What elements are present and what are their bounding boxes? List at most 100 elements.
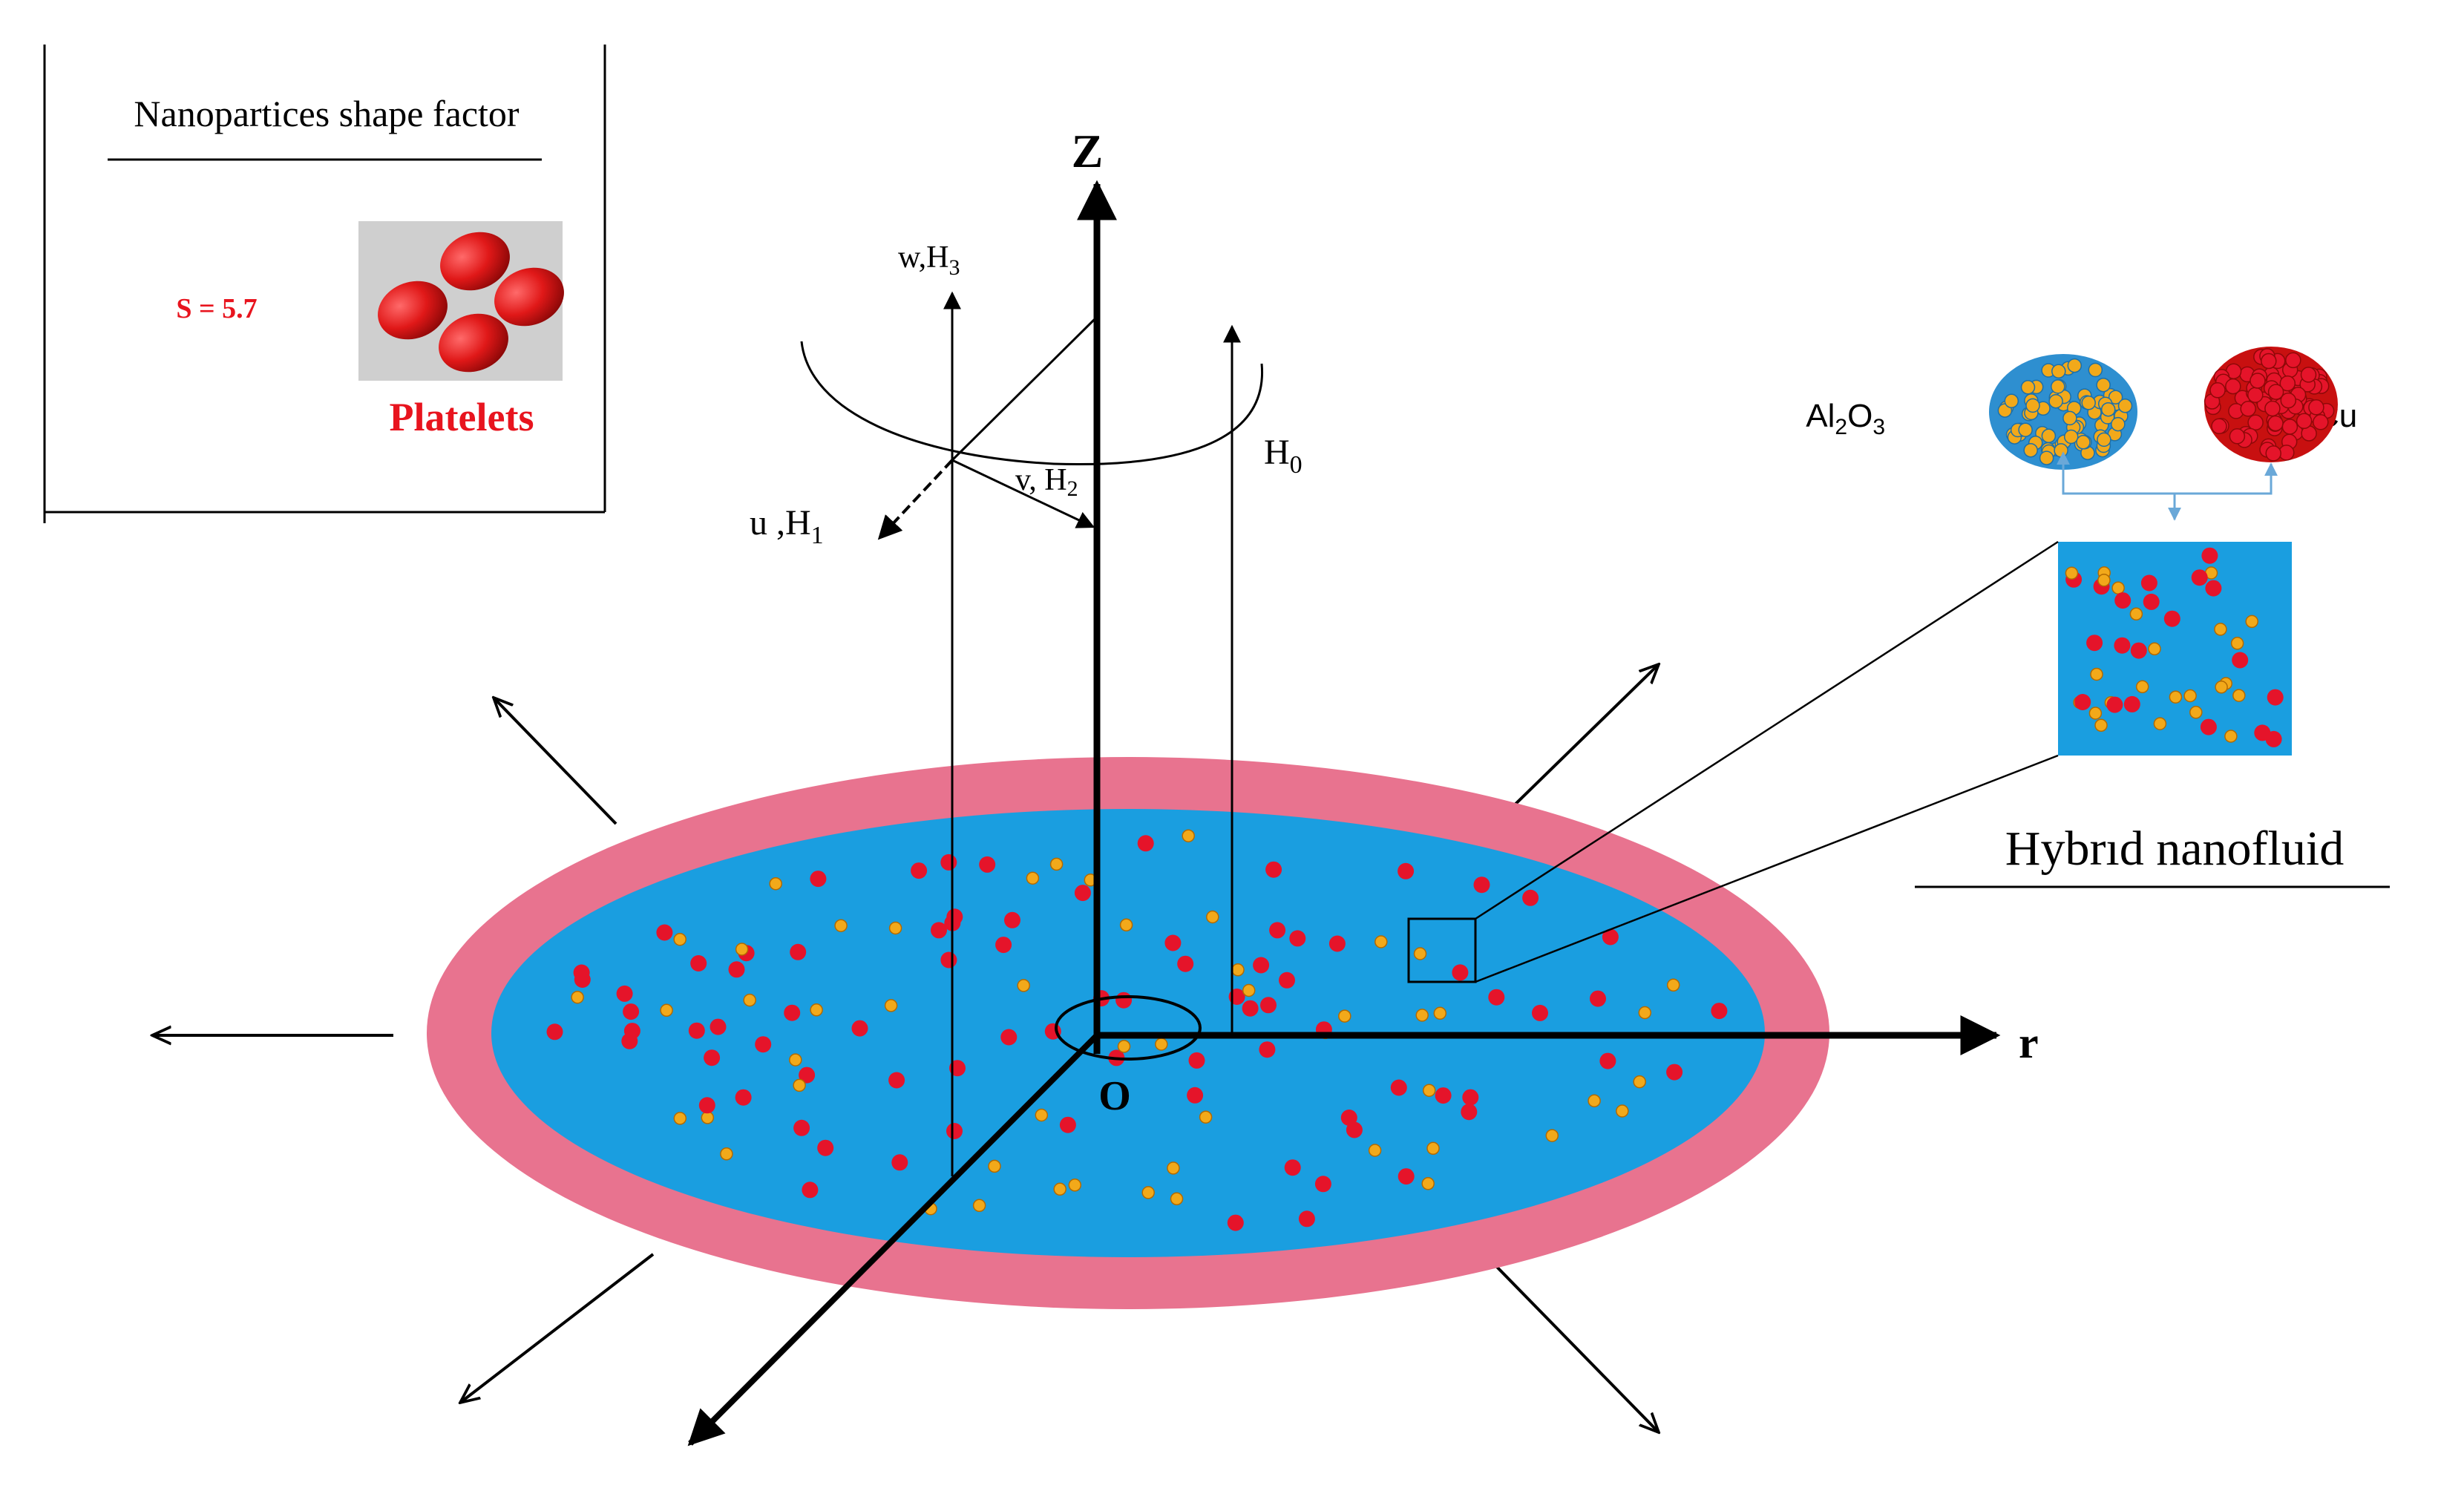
cu-bead xyxy=(2240,401,2256,417)
al2o3-particle xyxy=(1338,1009,1351,1023)
cu-particle xyxy=(1242,1000,1259,1017)
cu-particle xyxy=(698,1097,715,1114)
al2o3-particle xyxy=(2111,581,2125,594)
cu-particle xyxy=(2140,574,2157,592)
cu-particle xyxy=(1253,957,1270,974)
al2o3-particle xyxy=(1426,1141,1440,1156)
al2o3-particle xyxy=(2135,680,2149,694)
zoom-line-bottom xyxy=(1475,754,2059,983)
cu-particle xyxy=(1265,861,1282,878)
al2o3-particle xyxy=(1413,947,1427,960)
al2o3-particle xyxy=(988,1159,1001,1173)
cu-particle xyxy=(1314,1176,1331,1193)
al2o3-bead xyxy=(2023,442,2038,458)
cu-particle xyxy=(1461,1104,1478,1121)
stretch-arrow-upper-left xyxy=(494,698,617,825)
cu-particle xyxy=(1260,997,1277,1014)
al2o3-particle xyxy=(660,1003,673,1018)
shape-factor-inset: Nanopartices shape factor S = 5.7 Platel… xyxy=(43,45,606,523)
cu-particle xyxy=(888,1072,905,1089)
al2o3-bead xyxy=(2054,443,2068,458)
al2o3-particle xyxy=(1545,1129,1559,1142)
cu-bead xyxy=(2211,418,2227,435)
cu-particle xyxy=(1398,1168,1415,1185)
cu-particle xyxy=(2267,689,2284,706)
cu-particle xyxy=(1177,955,1194,972)
cu-particle xyxy=(1435,1087,1452,1104)
al2o3-particle xyxy=(1433,1006,1447,1020)
al2o3-bead xyxy=(2097,432,2111,448)
al2o3-particle xyxy=(1068,1179,1082,1192)
cu-bead xyxy=(2225,378,2241,395)
al2o3-particle xyxy=(1017,979,1030,992)
cu-particle xyxy=(1284,1159,1301,1176)
al2o3-particle xyxy=(1026,871,1040,885)
cu-bead xyxy=(2281,419,2298,435)
al2o3-particle xyxy=(1117,1040,1131,1053)
al2o3-particle xyxy=(2245,615,2258,629)
cu-particle xyxy=(1187,1087,1204,1104)
al2o3-particle xyxy=(2148,642,2161,656)
cu-bead xyxy=(2280,392,2297,409)
stretch-arrow-upper-right xyxy=(1505,664,1659,814)
cu-particle xyxy=(2201,547,2218,564)
cu-particle xyxy=(1259,1041,1276,1058)
cu-particle xyxy=(2163,610,2180,627)
al2o3-bead xyxy=(2100,402,2116,417)
cu-particle xyxy=(817,1139,834,1156)
cu-bead xyxy=(2209,382,2226,399)
al2o3-particle xyxy=(1368,1144,1382,1157)
al2o3-bead xyxy=(2041,428,2057,444)
al2o3-particle xyxy=(2230,637,2244,650)
al2o3-particle xyxy=(888,921,902,935)
al2o3-bead xyxy=(2088,362,2103,378)
cu-particle xyxy=(656,924,673,941)
coordinate-axes: Z r O xyxy=(687,125,2039,1446)
cu-particle xyxy=(735,1089,752,1106)
al2o3-particle xyxy=(1206,910,1219,924)
al2o3-particle xyxy=(720,1147,733,1161)
al2o3-particle xyxy=(2232,689,2246,702)
cu-particle xyxy=(1590,990,1606,1007)
cu-particle xyxy=(2265,730,2282,747)
stretching-arrows xyxy=(152,664,1659,1432)
cu-bead xyxy=(2264,400,2281,417)
cu-particle xyxy=(2191,569,2208,586)
al2o3-particle xyxy=(571,990,584,1004)
cu-particle xyxy=(1004,911,1020,928)
cu-bead xyxy=(2261,353,2277,370)
al2o3-particle xyxy=(2088,707,2103,720)
al2o3-particle xyxy=(834,919,848,932)
al2o3-bead xyxy=(2004,393,2019,409)
cu-particle xyxy=(1298,1210,1315,1228)
cu-particle xyxy=(688,1022,705,1039)
cu-particle xyxy=(979,856,996,873)
al2o3-particle xyxy=(1199,1110,1213,1124)
r-axis-label: r xyxy=(2019,1018,2039,1067)
v-h2-label: v, H2 xyxy=(1015,463,1078,501)
cu-particle xyxy=(793,1119,810,1136)
al2o3-particle xyxy=(884,999,898,1012)
cu-bead xyxy=(2285,352,2301,369)
cu-particle xyxy=(623,1023,640,1040)
origin-label: O xyxy=(1098,1073,1131,1119)
al2o3-bead xyxy=(2063,429,2079,445)
al2o3-particle xyxy=(673,932,687,946)
al2o3-particle xyxy=(2189,706,2203,719)
cu-cluster-icon xyxy=(2203,347,2338,462)
al2o3-bead xyxy=(2039,450,2054,465)
al2o3-particle xyxy=(972,1199,986,1213)
al2o3-particle xyxy=(1170,1192,1184,1206)
cu-bead xyxy=(2267,415,2284,432)
cu-particle xyxy=(2086,635,2103,652)
hybrid-nanofluid-caption: Hybrıd nanofluid xyxy=(2005,822,2344,876)
cu-particle xyxy=(1599,1052,1616,1069)
depth-axis xyxy=(687,1033,1099,1446)
cu-particle xyxy=(1074,885,1091,902)
al2o3-bead xyxy=(2067,358,2083,373)
al2o3-particle xyxy=(1035,1108,1049,1122)
cu-particle xyxy=(2106,696,2123,713)
al2o3-particle xyxy=(2214,623,2227,636)
